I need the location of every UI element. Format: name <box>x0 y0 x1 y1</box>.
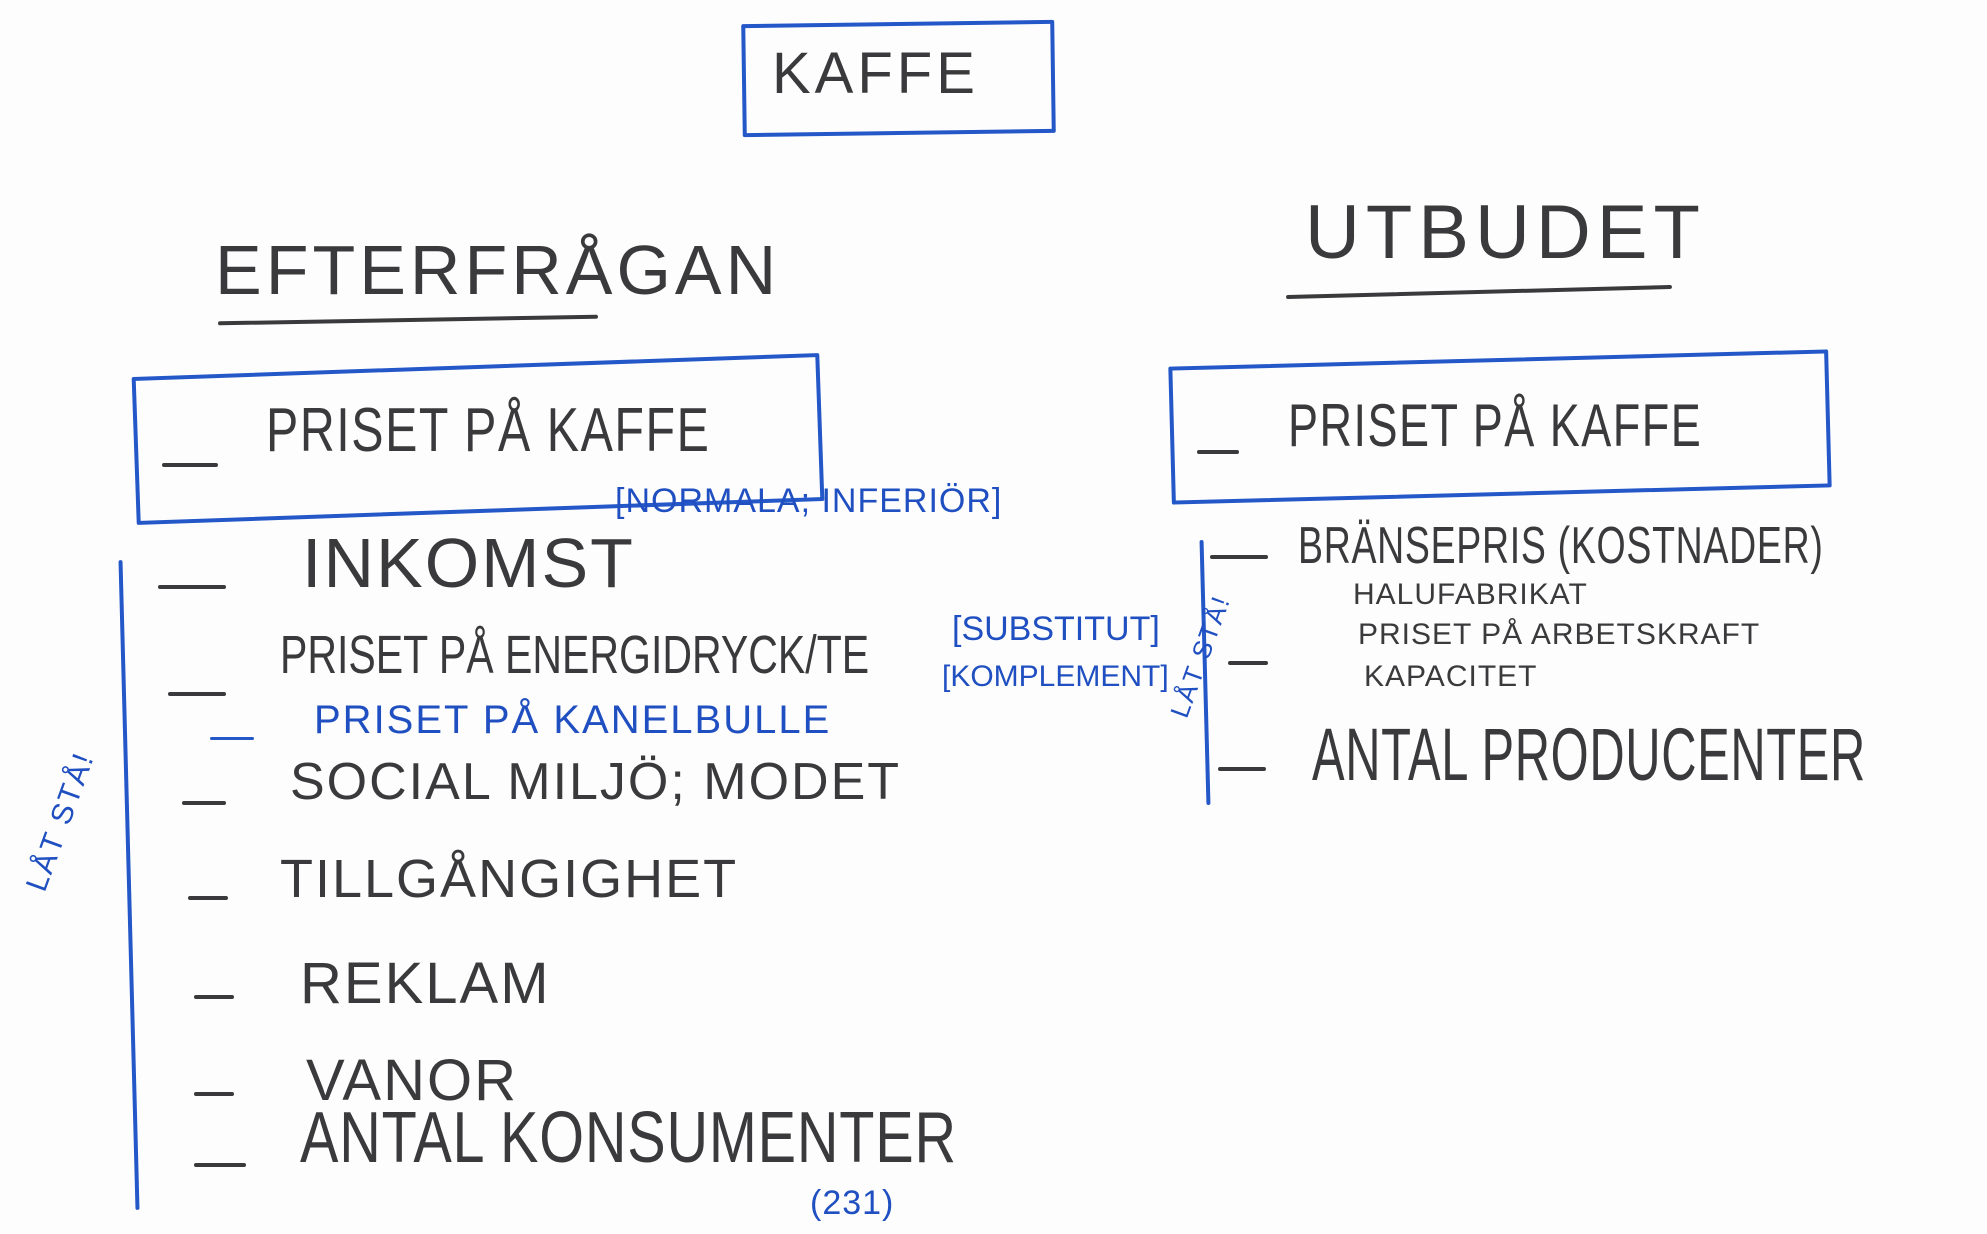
supply-price-label: PRISET PÅ KAFFE <box>1288 392 1703 459</box>
note-inkomst: [NORMALA; INFERIÖR] <box>615 482 1003 520</box>
item-dash <box>1218 767 1266 771</box>
item-dash <box>194 1092 234 1096</box>
item-dash <box>158 585 226 589</box>
supply-heading: UTBUDET <box>1305 190 1706 275</box>
demand-heading: EFTERFRÅGAN <box>215 231 781 309</box>
supply-side-note: LÅT STÅ! <box>1164 590 1237 722</box>
demand-heading-underline <box>217 314 599 326</box>
item-dash <box>168 692 226 696</box>
item-dash <box>188 896 228 900</box>
demand-price-dash <box>162 463 218 467</box>
item-arbetskraft: PRISET PÅ ARBETSKRAFT <box>1358 618 1761 651</box>
note-komplement: [KOMPLEMENT] <box>942 660 1169 693</box>
item-dash <box>1210 555 1268 559</box>
supply-side-note-text: LÅT STÅ! <box>1164 590 1237 722</box>
item-dash <box>1228 661 1268 665</box>
item-dash <box>182 801 226 805</box>
item-antal-producenter: ANTAL PRODUCENTER <box>1312 713 1866 796</box>
demand-side-bracket <box>118 560 140 1210</box>
title: KAFFE <box>772 41 979 106</box>
item-dash <box>194 995 234 999</box>
item-reklam: REKLAM <box>300 951 551 1016</box>
demand-price-label: PRISET PÅ KAFFE <box>266 396 711 465</box>
item-inkomst: INKOMST <box>302 524 635 602</box>
item-dash <box>194 1163 246 1167</box>
item-vanor: VANOR <box>306 1048 518 1113</box>
demand-side-note-text: LÅT STÅ! <box>20 747 101 896</box>
item-kapacitet: KAPACITET <box>1364 660 1538 693</box>
note-substitut: [SUBSTITUT] <box>952 610 1160 648</box>
item-energidryck: PRISET PÅ ENERGIDRYCK/TE <box>280 625 870 685</box>
item-branslepris: BRÄNSEPRIS (KOSTNADER) <box>1298 517 1824 575</box>
item-dash-blue <box>210 737 254 740</box>
note-konsumenter: (231) <box>810 1184 895 1222</box>
item-antal-konsumenter: ANTAL KONSUMENTER <box>300 1098 957 1178</box>
supply-heading-underline <box>1286 284 1672 300</box>
item-kanelbulle: PRISET PÅ KANELBULLE <box>314 698 832 742</box>
item-social: SOCIAL MILJÖ; MODET <box>290 753 902 811</box>
item-halufabrikat: HALUFABRIKAT <box>1353 578 1588 611</box>
item-tillganglighet: TILLGÅNGIGHET <box>280 849 739 909</box>
demand-side-note: LÅT STÅ! <box>20 747 101 896</box>
supply-price-dash <box>1197 450 1239 454</box>
